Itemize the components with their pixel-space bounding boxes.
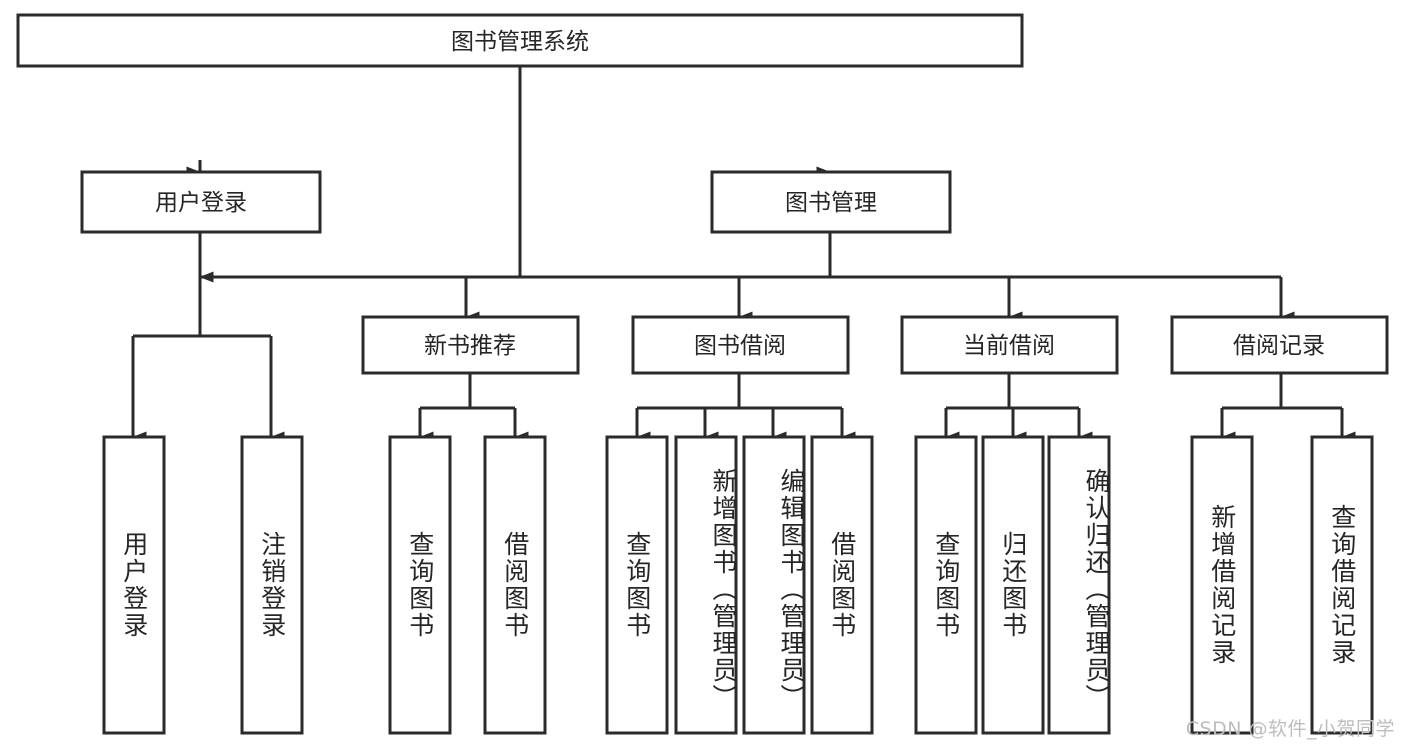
- node-root-box[interactable]: [16, 13, 1024, 68]
- connector-userlogin-to-leaves: [131, 232, 285, 443]
- node-current-borrow-box[interactable]: [900, 315, 1119, 375]
- csdn-watermark: CSDN @软件_小贺同学: [1185, 718, 1395, 740]
- node-new-book-recommend-label: 新书推荐: [424, 333, 516, 359]
- node-user-login[interactable]: 用户登录: [80, 170, 322, 234]
- connector-borrowrecord-to-leaves: [1220, 373, 1356, 443]
- node-book-manage-label: 图书管理: [785, 190, 877, 216]
- leaf-box-borrow-book-2[interactable]: [810, 435, 874, 735]
- node-book-manage-box[interactable]: [710, 170, 952, 234]
- connector-bookmanage-to-level3: [464, 232, 1295, 323]
- node-root[interactable]: 图书管理系统: [16, 13, 1024, 68]
- leaf-box-edit-book[interactable]: [742, 435, 806, 735]
- leaf-box-query-book-2[interactable]: [605, 435, 669, 735]
- node-book-borrow-label: 图书借阅: [694, 333, 786, 359]
- node-current-borrow[interactable]: 当前借阅: [900, 315, 1119, 375]
- leaf-box-borrow-book-1[interactable]: [483, 435, 547, 735]
- node-root-label: 图书管理系统: [451, 29, 589, 55]
- leaf-box-query-book-3[interactable]: [914, 435, 978, 735]
- node-new-book-recommend-box[interactable]: [361, 315, 580, 375]
- leaf-box-confirm-return[interactable]: [1047, 435, 1111, 735]
- node-user-login-label: 用户登录: [155, 190, 247, 216]
- node-current-borrow-label: 当前借阅: [963, 333, 1055, 359]
- node-new-book-recommend[interactable]: 新书推荐: [361, 315, 580, 375]
- leaf-box-query-book-1[interactable]: [388, 435, 452, 735]
- node-book-borrow[interactable]: 图书借阅: [631, 315, 850, 375]
- connector-bookborrow-to-leaves: [635, 373, 856, 443]
- connector-currentborrow-to-leaves: [944, 373, 1093, 443]
- node-user-login-box[interactable]: [80, 170, 322, 234]
- connector-newbook-to-leaves: [418, 373, 529, 443]
- node-book-manage[interactable]: 图书管理: [710, 170, 952, 234]
- leaf-box-add-record[interactable]: [1190, 435, 1254, 735]
- leaf-boxes: [102, 435, 1374, 735]
- leaf-box-logout-login[interactable]: [240, 435, 304, 735]
- leaf-box-return-book[interactable]: [981, 435, 1045, 735]
- leaf-box-user-login[interactable]: [102, 435, 166, 735]
- node-book-borrow-box[interactable]: [631, 315, 850, 375]
- node-borrow-record-label: 借阅记录: [1233, 333, 1325, 359]
- leaf-box-query-record[interactable]: [1310, 435, 1374, 735]
- node-borrow-record-box[interactable]: [1170, 315, 1389, 375]
- leaf-box-add-book[interactable]: [674, 435, 738, 735]
- node-borrow-record[interactable]: 借阅记录: [1170, 315, 1389, 375]
